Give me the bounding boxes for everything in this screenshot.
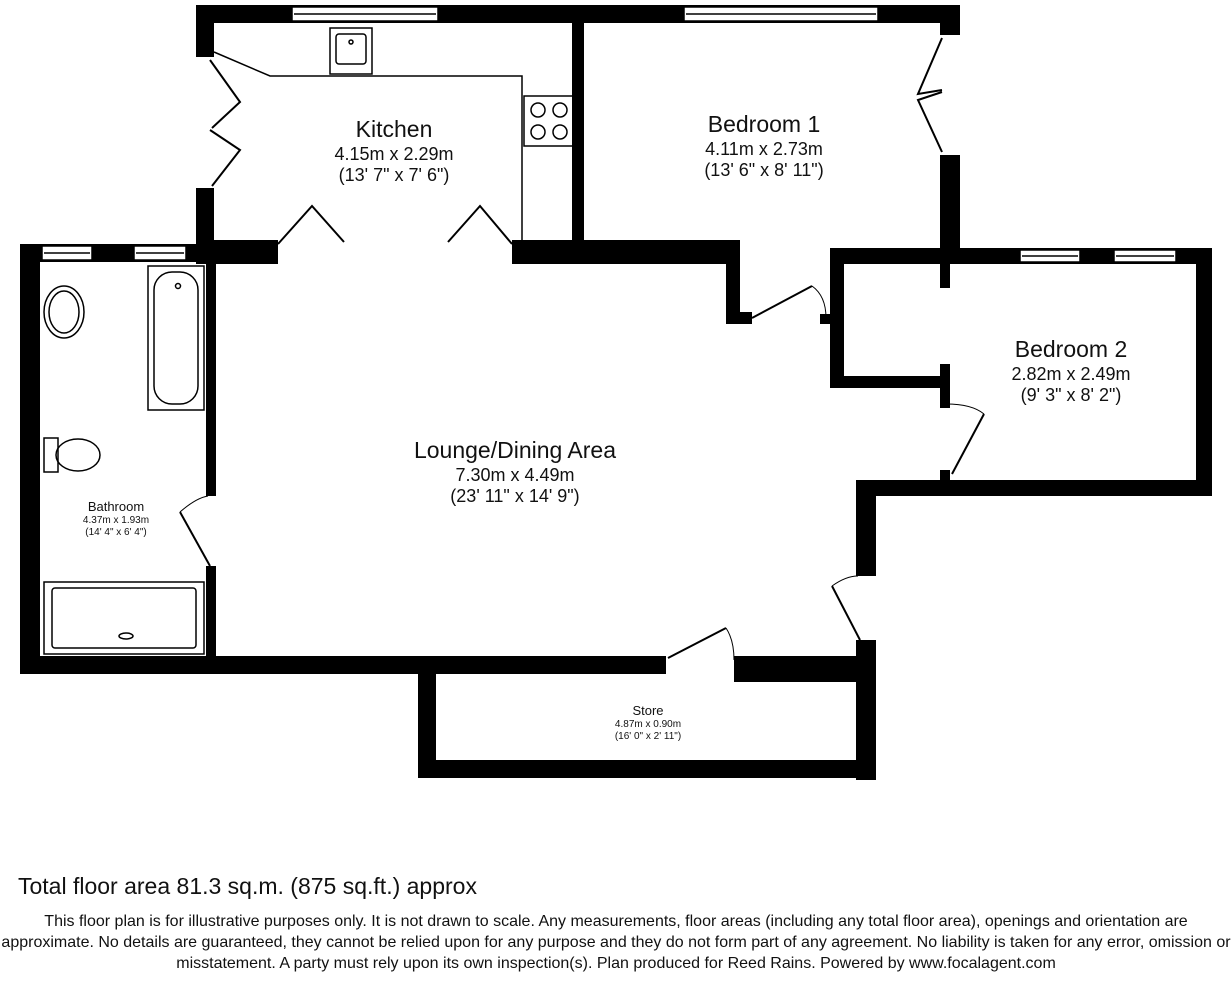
store-imperial: (16' 0" x 2' 11") xyxy=(614,730,682,742)
windows xyxy=(41,6,1177,263)
bedroom1-wardrobe-doors xyxy=(916,37,943,153)
bedroom1-right-wall-upper xyxy=(940,5,960,35)
total-floor-area: Total floor area 81.3 sq.m. (875 sq.ft.)… xyxy=(18,873,477,899)
bedroom1-label: Bedroom 1 4.11m x 2.73m (13' 6" x 8' 11"… xyxy=(704,111,823,182)
kitchen-sink xyxy=(329,27,373,75)
toilet-cistern xyxy=(43,437,59,473)
lounge-name: Lounge/Dining Area xyxy=(413,437,617,463)
bedroom2-door xyxy=(951,413,985,475)
bathroom-inner-wall-lower xyxy=(206,566,216,658)
bedroom2-inner-stub-upper xyxy=(940,260,950,288)
lounge-label: Lounge/Dining Area 7.30m x 4.49m (23' 11… xyxy=(414,437,616,508)
lounge-side-door-swing xyxy=(831,575,859,587)
floor-plan xyxy=(20,5,1212,780)
bedroom2-label: Bedroom 2 2.82m x 2.49m (9' 3" x 8' 2") xyxy=(1011,336,1130,407)
bedroom1-door xyxy=(751,285,813,319)
kitchen-door-right xyxy=(447,204,513,245)
bathroom-inner-wall-upper xyxy=(206,260,216,496)
kitchen-door-left xyxy=(277,204,345,245)
bedroom2-right-wall xyxy=(1196,248,1212,496)
kitchen-bottom-wall-right xyxy=(512,240,738,264)
bedroom1-name: Bedroom 1 xyxy=(707,111,821,137)
kitchen-metric: 4.15m x 2.29m xyxy=(334,143,454,164)
bedroom1-bottom-stub xyxy=(726,240,740,324)
bedroom2-door-swing xyxy=(945,403,985,415)
bathroom-door xyxy=(179,511,211,567)
bathroom-left-wall xyxy=(20,244,40,674)
bedroom1-bottom-stub-foot xyxy=(726,312,752,324)
store-label: Store 4.87m x 0.90m (16' 0" x 2' 11") xyxy=(615,703,681,743)
bathroom-metric: 4.37m x 1.93m xyxy=(82,514,150,526)
bathroom-name: Bathroom xyxy=(87,499,145,514)
bedroom2-imperial: (9' 3" x 8' 2") xyxy=(1020,385,1122,406)
fixtures xyxy=(43,27,575,655)
kitchen-right-wall xyxy=(572,5,584,240)
lounge-side-door xyxy=(831,585,861,641)
kitchen-name: Kitchen xyxy=(355,116,433,142)
bedroom2-left-wall xyxy=(830,248,844,388)
doors xyxy=(179,37,985,661)
store-door xyxy=(667,627,727,659)
bathroom-door-swing xyxy=(179,495,209,513)
kitchen-cupboard-doors xyxy=(209,59,242,187)
bedroom2-inner-stub-lower xyxy=(940,364,950,408)
bedroom1-door-swing xyxy=(811,285,827,319)
bathroom-imperial: (14' 4" x 6' 4") xyxy=(85,526,147,538)
store-left-wall xyxy=(418,674,436,778)
bedroom2-metric: 2.82m x 2.49m xyxy=(1011,363,1131,384)
store-metric: 4.87m x 0.90m xyxy=(614,718,682,730)
shower-tray xyxy=(43,581,205,655)
lounge-bottom-wall-right xyxy=(734,656,876,682)
bedroom1-metric: 4.11m x 2.73m xyxy=(705,138,823,159)
kitchen-left-wall-upper xyxy=(196,5,214,57)
bathroom-label: Bathroom 4.37m x 1.93m (14' 4" x 6' 4") xyxy=(83,499,149,539)
bedroom2-inner-wall xyxy=(830,376,950,388)
bedroom2-bottom-wall xyxy=(856,480,1212,496)
kitchen-left-wall-lower xyxy=(196,188,214,250)
kitchen-label: Kitchen 4.15m x 2.29m (13' 7" x 7' 6") xyxy=(334,116,453,187)
basin xyxy=(43,285,85,339)
toilet-bowl xyxy=(55,438,101,472)
bedroom1-imperial: (13' 6" x 8' 11") xyxy=(704,160,824,181)
bedroom2-name: Bedroom 2 xyxy=(1014,336,1128,362)
disclaimer-text: This floor plan is for illustrative purp… xyxy=(1,913,1231,972)
lounge-right-wall-upper xyxy=(856,480,876,576)
kitchen-counter xyxy=(213,51,523,240)
kitchen-hob xyxy=(523,95,575,147)
lounge-metric: 7.30m x 4.49m xyxy=(455,464,575,485)
lounge-bottom-wall-left xyxy=(20,656,666,674)
bedroom1-door-jamb xyxy=(820,314,834,324)
kitchen-imperial: (13' 7" x 7' 6") xyxy=(338,165,450,186)
lounge-imperial: (23' 11" x 14' 9") xyxy=(450,486,580,507)
bath-tub xyxy=(147,265,205,411)
store-name: Store xyxy=(632,703,664,718)
store-bottom-wall xyxy=(418,760,876,778)
store-door-swing xyxy=(725,627,735,661)
bedroom1-right-wall-lower xyxy=(940,155,960,260)
bedroom2-inner-stub-bottom xyxy=(940,470,950,484)
